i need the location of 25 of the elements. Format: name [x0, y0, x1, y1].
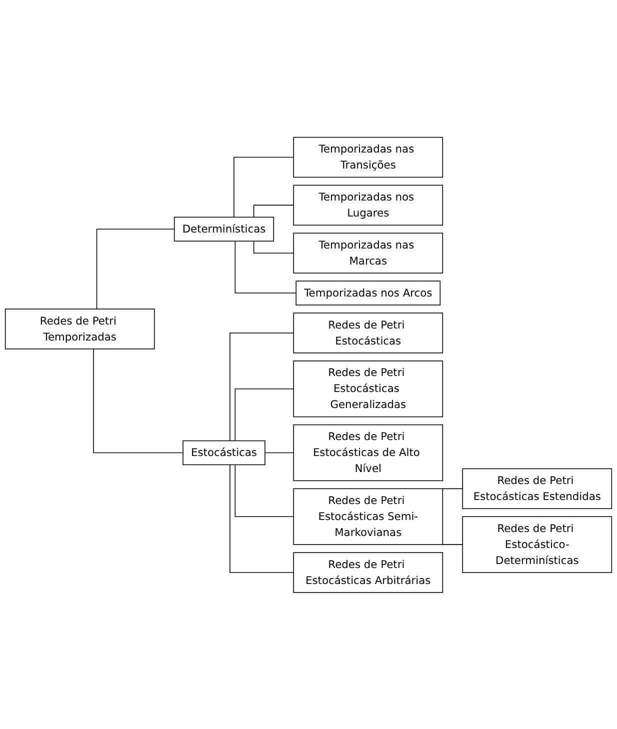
node-box: Estocásticas [182, 440, 266, 465]
node-box: Determinísticas [174, 216, 274, 242]
connector [264, 452, 294, 453]
node-box: Temporizadas nas Marcas [293, 232, 444, 274]
connector [230, 464, 294, 573]
node-box: Redes de Petri Estocásticas Arbitrárias [293, 552, 444, 592]
node-box: Redes de Petri Estocásticas [293, 312, 444, 353]
connector [253, 204, 294, 218]
node-box: Redes de Petri Estocástico-Determinísticas [462, 516, 612, 573]
connector [234, 464, 294, 517]
node-box: Redes de Petri Estocásticas de Alto Nível [293, 424, 444, 481]
connector [234, 388, 294, 441]
connector [96, 228, 175, 309]
node-box: Redes de Petri Temporizadas [4, 308, 155, 349]
connector [253, 240, 294, 254]
connector [234, 156, 294, 218]
node-box: Temporizadas nos Lugares [293, 184, 444, 226]
node-box: Redes de Petri Estocásticas Semi-Markovianas [293, 488, 444, 545]
connector [234, 240, 296, 294]
node-box: Redes de Petri Estocásticas Generalizadas [293, 360, 444, 417]
node-box: Temporizadas nos Arcos [296, 280, 441, 305]
node-box: Redes de Petri Estocásticas Estendidas [462, 468, 612, 509]
connector [93, 348, 184, 453]
connector [230, 332, 294, 441]
node-box: Temporizadas nas Transições [293, 136, 444, 178]
